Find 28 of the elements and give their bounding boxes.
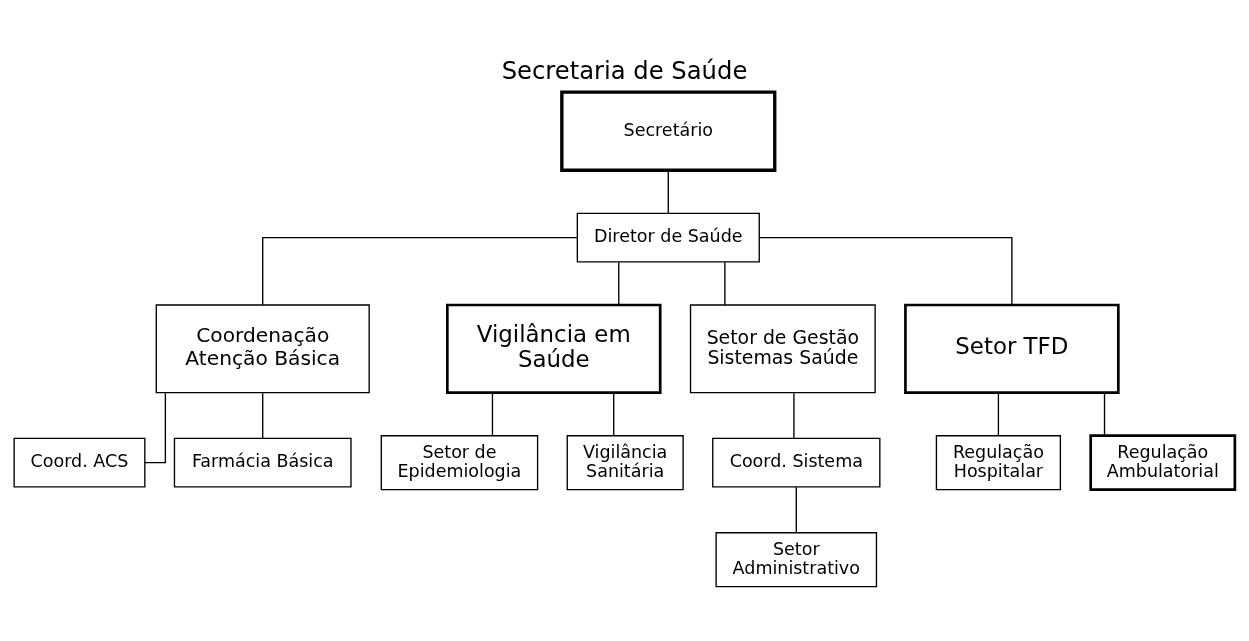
- node-box: Setor de Epidemiologia: [380, 435, 539, 491]
- connector: [795, 486, 797, 534]
- node-box: Coord. ACS: [13, 437, 146, 488]
- connector: [1103, 392, 1106, 437]
- connector: [262, 236, 578, 306]
- node-box: Regulação Hospitalar: [935, 435, 1062, 491]
- connector: [758, 236, 1013, 306]
- node-box: Setor de Gestão Sistemas Saúde: [689, 304, 876, 394]
- diagram-title: Secretaria de Saúde: [501, 56, 748, 86]
- connector: [613, 392, 615, 437]
- node-box: Setor Administrativo: [715, 532, 878, 588]
- connector: [667, 170, 669, 214]
- node-box: Regulação Ambulatorial: [1089, 434, 1237, 491]
- connector: [793, 392, 795, 439]
- connector: [262, 392, 264, 439]
- connector: [144, 392, 167, 464]
- node-box: Diretor de Saúde: [576, 212, 760, 263]
- connector: [618, 261, 620, 306]
- node-box: Farmácia Básica: [173, 437, 352, 488]
- node-box: Secretário: [560, 90, 777, 172]
- node-box: Coordenação Atenção Básica: [155, 304, 370, 394]
- node-box: Vigilância em Saúde: [445, 303, 662, 394]
- node-box: Setor TFD: [904, 303, 1120, 394]
- node-box: Coord. Sistema: [712, 437, 881, 488]
- connector: [491, 392, 494, 437]
- connector: [724, 261, 726, 306]
- connector: [997, 392, 1000, 437]
- node-box: Vigilância Sanitária: [566, 435, 684, 491]
